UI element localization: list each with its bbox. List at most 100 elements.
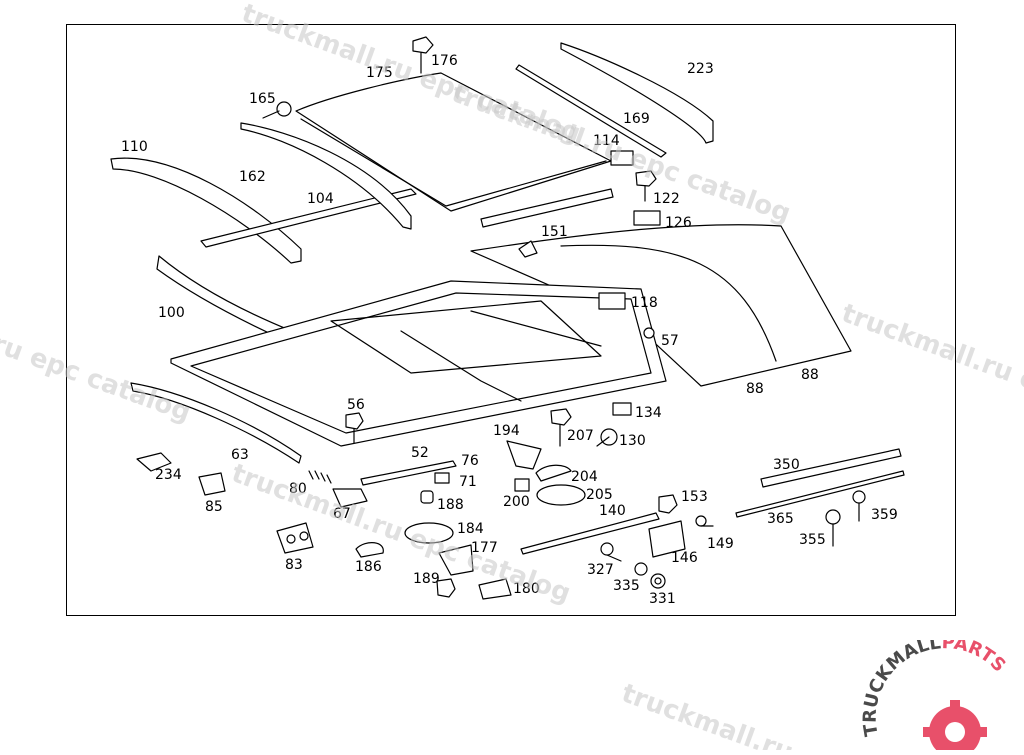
callout-label-194[interactable]: 194 bbox=[493, 423, 520, 439]
clip-85[interactable] bbox=[198, 472, 226, 496]
callout-label-335[interactable]: 335 bbox=[613, 578, 640, 594]
bracket-194[interactable] bbox=[506, 440, 542, 470]
callout-label-165[interactable]: 165 bbox=[249, 91, 276, 107]
clip-134[interactable] bbox=[612, 402, 632, 416]
hinge-83[interactable] bbox=[276, 522, 314, 554]
callout-label-110[interactable]: 110 bbox=[121, 139, 148, 155]
callout-label-114[interactable]: 114 bbox=[593, 133, 620, 149]
slider-67[interactable] bbox=[332, 488, 368, 508]
plug-188[interactable] bbox=[420, 490, 434, 504]
screw-359[interactable] bbox=[852, 490, 866, 522]
wind-deflector-110[interactable] bbox=[110, 157, 302, 264]
glass-panel-175[interactable] bbox=[295, 72, 612, 212]
motor-146[interactable] bbox=[648, 520, 686, 558]
callout-label-57[interactable]: 57 bbox=[661, 333, 679, 349]
seal-162[interactable] bbox=[240, 122, 412, 230]
callout-label-67[interactable]: 67 bbox=[333, 506, 351, 522]
callout-label-355[interactable]: 355 bbox=[799, 532, 826, 548]
callout-label-207[interactable]: 207 bbox=[567, 428, 594, 444]
callout-label-85[interactable]: 85 bbox=[205, 499, 223, 515]
callout-label-63[interactable]: 63 bbox=[231, 447, 249, 463]
callout-label-359[interactable]: 359 bbox=[871, 507, 898, 523]
cable-140[interactable] bbox=[520, 512, 660, 555]
arm-76[interactable] bbox=[360, 460, 457, 486]
nut-126[interactable] bbox=[633, 210, 661, 226]
callout-label-331[interactable]: 331 bbox=[649, 591, 676, 607]
nut-153[interactable] bbox=[658, 494, 678, 514]
callout-label-83[interactable]: 83 bbox=[285, 557, 303, 573]
bolt-176[interactable] bbox=[412, 36, 434, 74]
washer-335[interactable] bbox=[634, 562, 648, 576]
rail-169[interactable] bbox=[515, 64, 667, 158]
callout-label-162[interactable]: 162 bbox=[239, 169, 266, 185]
bolt-122[interactable] bbox=[635, 170, 657, 202]
callout-label-88b[interactable]: 88 bbox=[801, 367, 819, 383]
callout-label-176[interactable]: 176 bbox=[431, 53, 458, 69]
callout-label-234[interactable]: 234 bbox=[155, 467, 182, 483]
clip-151-part[interactable] bbox=[518, 240, 538, 258]
callout-label-365[interactable]: 365 bbox=[767, 511, 794, 527]
callout-label-126[interactable]: 126 bbox=[665, 215, 692, 231]
callout-label-146[interactable]: 146 bbox=[671, 550, 698, 566]
callout-label-223[interactable]: 223 bbox=[687, 61, 714, 77]
washer-331[interactable] bbox=[650, 573, 666, 589]
screw-165[interactable] bbox=[262, 101, 292, 119]
callout-label-149[interactable]: 149 bbox=[707, 536, 734, 552]
bracket-177[interactable] bbox=[438, 544, 474, 576]
callout-label-327[interactable]: 327 bbox=[587, 562, 614, 578]
callout-label-56[interactable]: 56 bbox=[347, 397, 365, 413]
callout-label-153[interactable]: 153 bbox=[681, 489, 708, 505]
guide-rail-151[interactable] bbox=[480, 188, 614, 228]
screw-149[interactable] bbox=[695, 515, 714, 527]
callout-label-184[interactable]: 184 bbox=[457, 521, 484, 537]
front-trim-63[interactable] bbox=[130, 382, 302, 464]
cover-205[interactable] bbox=[536, 484, 586, 506]
callout-label-188[interactable]: 188 bbox=[437, 497, 464, 513]
trim-strip-223[interactable] bbox=[560, 42, 714, 144]
callout-label-186[interactable]: 186 bbox=[355, 559, 382, 575]
bolt-189[interactable] bbox=[436, 578, 456, 598]
bolt-56[interactable] bbox=[345, 412, 364, 444]
screw-355[interactable] bbox=[825, 509, 841, 547]
cap-186[interactable] bbox=[355, 542, 384, 558]
callout-label-175[interactable]: 175 bbox=[366, 65, 393, 81]
clip-57[interactable] bbox=[643, 327, 655, 339]
callout-label-71[interactable]: 71 bbox=[459, 474, 477, 490]
callout-label-134[interactable]: 134 bbox=[635, 405, 662, 421]
guide-180[interactable] bbox=[478, 578, 512, 600]
callout-label-118[interactable]: 118 bbox=[631, 295, 658, 311]
callout-label-122[interactable]: 122 bbox=[653, 191, 680, 207]
callout-label-76[interactable]: 76 bbox=[461, 453, 479, 469]
clip-200[interactable] bbox=[514, 478, 530, 492]
rail-350[interactable] bbox=[760, 448, 902, 488]
sunroof-frame-52[interactable] bbox=[170, 280, 667, 447]
callout-label-104[interactable]: 104 bbox=[307, 191, 334, 207]
callout-label-130[interactable]: 130 bbox=[619, 433, 646, 449]
callout-label-200[interactable]: 200 bbox=[503, 494, 530, 510]
truckmall-parts-logo[interactable]: TRUCKMALLPARTS bbox=[860, 632, 1024, 755]
pad-118[interactable] bbox=[598, 292, 626, 310]
callout-label-177[interactable]: 177 bbox=[471, 540, 498, 556]
callout-label-151[interactable]: 151 bbox=[541, 224, 568, 240]
guide-204[interactable] bbox=[535, 464, 572, 482]
bolt-130[interactable] bbox=[596, 428, 618, 447]
callout-label-88a[interactable]: 88 bbox=[746, 381, 764, 397]
screw-327[interactable] bbox=[600, 542, 622, 562]
cover-184[interactable] bbox=[404, 522, 454, 544]
clip-234[interactable] bbox=[136, 452, 172, 472]
callout-label-80[interactable]: 80 bbox=[289, 481, 307, 497]
callout-label-350[interactable]: 350 bbox=[773, 457, 800, 473]
callout-label-180[interactable]: 180 bbox=[513, 581, 540, 597]
callout-label-205[interactable]: 205 bbox=[586, 487, 613, 503]
callout-label-100[interactable]: 100 bbox=[158, 305, 185, 321]
spring-80[interactable] bbox=[308, 470, 332, 484]
clip-114[interactable] bbox=[610, 150, 634, 166]
callout-label-169[interactable]: 169 bbox=[623, 111, 650, 127]
bolt-207[interactable] bbox=[550, 408, 572, 447]
rail-365[interactable] bbox=[735, 470, 905, 518]
callout-label-52[interactable]: 52 bbox=[411, 445, 429, 461]
cross-rail-104[interactable] bbox=[200, 188, 417, 248]
callout-label-189[interactable]: 189 bbox=[413, 571, 440, 587]
callout-label-204[interactable]: 204 bbox=[571, 469, 598, 485]
clip-71[interactable] bbox=[434, 472, 450, 484]
